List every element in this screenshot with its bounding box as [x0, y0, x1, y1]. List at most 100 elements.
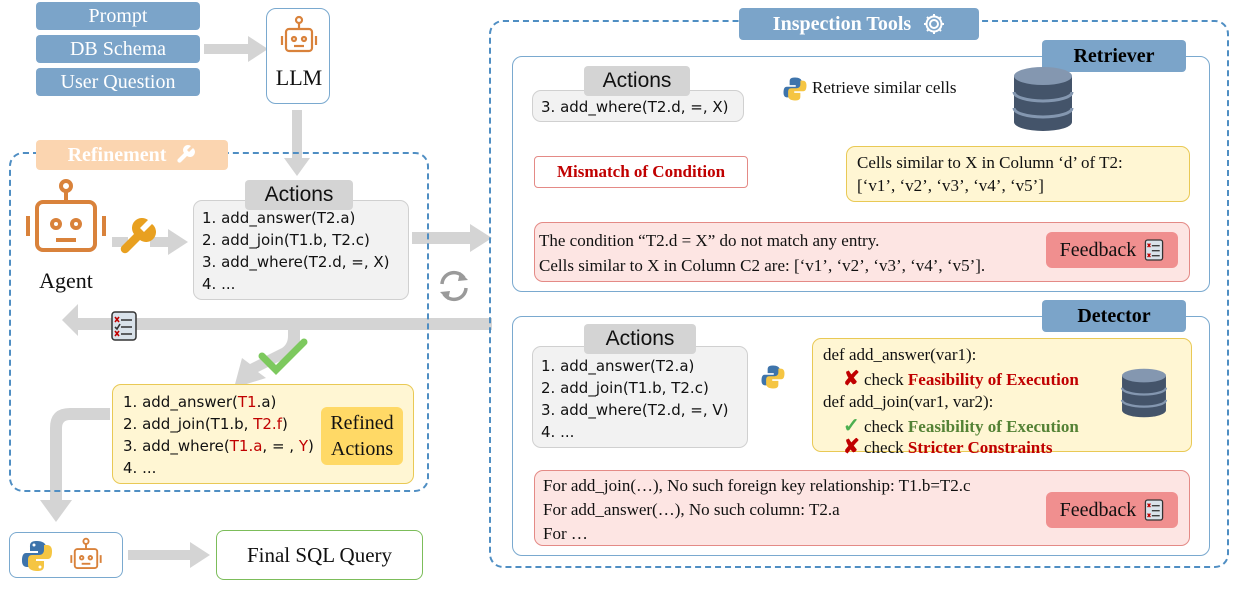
- refined-highlight: Y: [298, 437, 309, 455]
- db-schema-input: DB Schema: [36, 35, 200, 63]
- llm-box: LLM: [266, 8, 330, 104]
- def-line: def add_join(var1, var2):: [823, 392, 994, 411]
- wrench-icon: [120, 218, 156, 254]
- refined-text: 1. add_answer(: [123, 393, 238, 411]
- checklist-icon: [1145, 499, 1164, 521]
- refined-actions-box: 1. add_answer(T1.a) 2. add_join(T1.b, T2…: [112, 384, 414, 484]
- refresh-icon: [440, 270, 468, 302]
- refined-text: ): [308, 437, 314, 455]
- action-item: 3. add_where(T2.d, =, V): [541, 401, 729, 419]
- check-feasibility: Feasibility of Execution: [907, 370, 1079, 389]
- action-item: 4. ...: [541, 423, 575, 441]
- refined-text: , = ,: [262, 437, 299, 455]
- detector-actions-title: Actions: [584, 324, 696, 354]
- llm-label: LLM: [275, 65, 323, 90]
- user-question-input: User Question: [36, 68, 200, 96]
- mismatch-label: Mismatch of Condition: [534, 156, 748, 188]
- check-constraints: Stricter Constraints: [907, 438, 1053, 457]
- cells-line: Cells similar to X in Column ‘d’ of T2:: [857, 153, 1123, 172]
- robot-icon: [280, 15, 318, 53]
- cross-icon: ✘: [843, 368, 860, 390]
- refined-label-line: Refined: [330, 412, 394, 434]
- detector-feedback-box: For add_join(…), No such foreign key rel…: [534, 470, 1190, 546]
- similar-cells-box: Cells similar to X in Column ‘d’ of T2: …: [846, 146, 1190, 202]
- cells-line: [‘v1’, ‘v2’, ‘v3’, ‘v4’, ‘v5’]: [857, 176, 1044, 195]
- check-icon: ✓: [843, 415, 860, 437]
- refined-highlight: T1: [237, 393, 257, 411]
- detector-feedback-label: Feedback: [1046, 492, 1178, 528]
- feedback-text: Feedback: [1059, 498, 1137, 521]
- refined-action-item: 2. add_join(T1.b, T2.f): [123, 413, 314, 435]
- arrow-llm-to-actions: [284, 110, 310, 176]
- action-item: 2. add_join(T1.b, T2.c): [202, 231, 370, 249]
- feedback-text: Feedback: [1059, 238, 1137, 261]
- retriever-action-box: 3. add_where(T2.d, =, X): [532, 90, 744, 122]
- action-item: 3. add_where(T2.d, =, X): [202, 253, 390, 271]
- arrow-to-final: [128, 542, 210, 568]
- retriever-actions-title: Actions: [584, 66, 690, 96]
- checklist-icon: [1145, 239, 1164, 261]
- refined-actions-label: Refined Actions: [321, 407, 403, 465]
- arrow-inputs-to-llm: [204, 36, 268, 62]
- detector-actions-box: 1. add_answer(T2.a) 2. add_join(T1.b, T2…: [532, 346, 748, 448]
- retrieve-label: Retrieve similar cells: [812, 78, 957, 97]
- database-icon: [1120, 368, 1168, 418]
- action-item: 4. ...: [202, 275, 236, 293]
- check-word: check: [864, 438, 904, 457]
- action-item: 1. add_answer(T2.a): [541, 357, 695, 375]
- check-line: ✘ check Feasibility of Execution: [843, 367, 1079, 392]
- database-icon: [1012, 67, 1074, 131]
- refined-text: .a): [256, 393, 277, 411]
- check-icon: [258, 338, 308, 375]
- refinement-title: Refinement: [36, 140, 228, 170]
- detector-title: Detector: [1042, 300, 1186, 332]
- feedback-line: Cells similar to X in Column C2 are: [‘v…: [539, 256, 986, 275]
- retriever-action: 3. add_where(T2.d, =, X): [541, 98, 729, 116]
- refined-highlight: T1.a: [229, 437, 263, 455]
- refined-label-line: Actions: [330, 438, 394, 460]
- action-item: 2. add_join(T1.b, T2.c): [541, 379, 709, 397]
- feedback-line: For add_join(…), No such foreign key rel…: [543, 476, 971, 495]
- refined-action-item: 1. add_answer(T1.a): [123, 391, 314, 413]
- agent-label: Agent: [39, 268, 93, 293]
- actions-box: 1. add_answer(T2.a) 2. add_join(T1.b, T2…: [193, 200, 409, 300]
- inspection-title: Inspection Tools: [739, 8, 979, 40]
- check-line: ✓ check Feasibility of Execution: [843, 414, 1079, 439]
- refined-action-item: 3. add_where(T1.a, = , Y): [123, 435, 314, 457]
- gear-icon: [924, 14, 945, 34]
- cross-icon: ✘: [843, 436, 860, 458]
- user-question-label: User Question: [60, 70, 176, 93]
- feedback-line: The condition “T2.d = X” do not match an…: [539, 231, 880, 250]
- arrow-actions-to-inspection: [412, 224, 492, 252]
- python-icon: [783, 77, 807, 101]
- refined-highlight: T2.f: [253, 415, 282, 433]
- wrench-icon: [177, 145, 196, 163]
- arrow-agent-to-actions: [150, 229, 188, 255]
- check-word: check: [864, 417, 904, 436]
- prompt-label: Prompt: [88, 4, 148, 27]
- prompt-input: Prompt: [36, 2, 200, 30]
- checklist-icon: [111, 311, 137, 341]
- check-word: check: [864, 370, 904, 389]
- refined-action-item: 4. ...: [123, 459, 157, 477]
- refinement-title-text: Refinement: [67, 143, 167, 166]
- inspection-title-text: Inspection Tools: [772, 12, 912, 35]
- python-icon: [22, 541, 52, 571]
- feedback-line: For …: [543, 524, 588, 543]
- refined-text: 2. add_join(T1.b,: [123, 415, 254, 433]
- retriever-feedback-label: Feedback: [1046, 232, 1178, 268]
- feedback-line: For add_answer(…), No such column: T2.a: [543, 500, 840, 519]
- arrow-feedback-to-agent: [62, 304, 492, 336]
- action-item: 1. add_answer(T2.a): [202, 209, 356, 227]
- db-schema-label: DB Schema: [69, 37, 167, 60]
- refined-text: 3. add_where(: [123, 437, 230, 455]
- check-line: ✘ check Stricter Constraints: [843, 435, 1053, 460]
- arrow-refined-down: [40, 408, 110, 522]
- robot-icon: [70, 537, 102, 570]
- executor-icons-box: [9, 532, 123, 578]
- python-icon: [761, 365, 785, 389]
- actions-title: Actions: [245, 180, 353, 210]
- refined-text: ): [281, 415, 288, 433]
- retriever-title: Retriever: [1042, 40, 1186, 72]
- def-line: def add_answer(var1):: [823, 345, 977, 364]
